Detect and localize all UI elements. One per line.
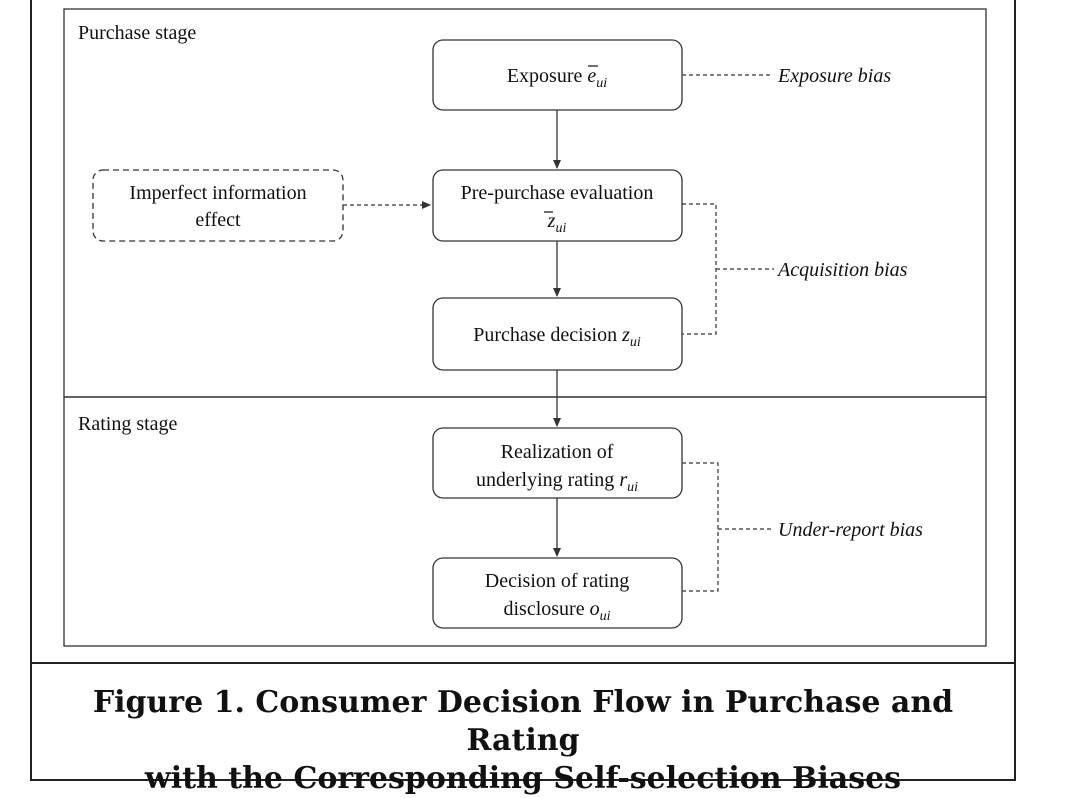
realization-label-line2: underlying rating rui bbox=[476, 469, 638, 495]
imperfect-information-line2: effect bbox=[195, 209, 241, 231]
pre-purchase-evaluation-node: Pre-purchase evaluation zui bbox=[432, 169, 683, 242]
disclosure-node: Decision of rating disclosure oui bbox=[432, 557, 683, 629]
rating-stage-panel bbox=[63, 396, 987, 647]
pre-purchase-evaluation-label: Pre-purchase evaluation bbox=[461, 182, 654, 204]
caption-divider bbox=[30, 662, 1016, 664]
purchase-decision-node: Purchase decision zui bbox=[432, 297, 683, 371]
under-report-bias-label: Under-report bias bbox=[778, 519, 923, 541]
caption-line-2: with the Corresponding Self-selection Bi… bbox=[144, 761, 902, 796]
exposure-node: Exposure eui bbox=[432, 39, 683, 111]
under-report-bias-bracket bbox=[682, 462, 719, 592]
rating-stage-label: Rating stage bbox=[78, 413, 178, 435]
acquisition-bias-bracket bbox=[682, 203, 717, 335]
caption-line-1: Figure 1. Consumer Decision Flow in Purc… bbox=[92, 685, 954, 758]
acquisition-bias-label: Acquisition bias bbox=[776, 259, 908, 281]
imperfect-information-node: Imperfect information effect bbox=[92, 169, 344, 242]
figure-caption: Figure 1. Consumer Decision Flow in Purc… bbox=[32, 684, 1014, 798]
realization-node: Realization of underlying rating rui bbox=[432, 427, 683, 499]
realization-label-line1: Realization of bbox=[501, 441, 614, 463]
disclosure-label-line1: Decision of rating bbox=[485, 570, 629, 592]
figure-frame bbox=[30, 0, 1016, 781]
purchase-decision-label: Purchase decision zui bbox=[473, 324, 641, 350]
exposure-bias-label: Exposure bias bbox=[777, 65, 891, 87]
purchase-stage-label: Purchase stage bbox=[78, 22, 196, 44]
decision-flow-diagram: Purchase stage Rating stage Exposure eui… bbox=[63, 8, 987, 647]
exposure-node-label: Exposure eui bbox=[507, 65, 607, 91]
disclosure-label-line2: disclosure oui bbox=[504, 598, 611, 624]
imperfect-information-line1: Imperfect information bbox=[129, 182, 306, 204]
pre-purchase-evaluation-symbol: zui bbox=[547, 210, 567, 236]
